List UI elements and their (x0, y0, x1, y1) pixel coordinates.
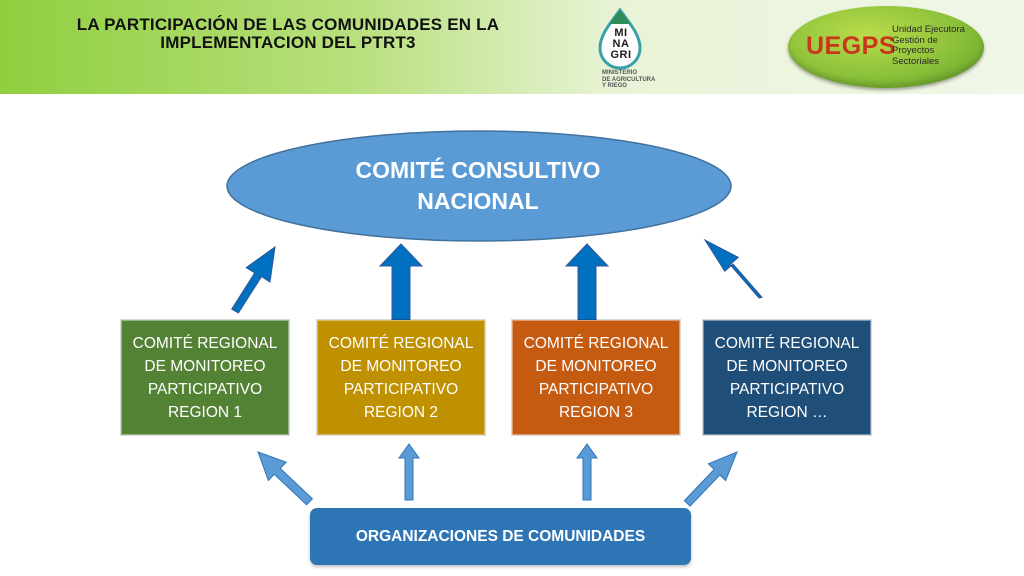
minagri-subtitle: MINISTERIO DE AGRICULTURA Y RIEGO (602, 70, 672, 90)
minagri-drop-icon (598, 8, 642, 70)
comite-regional-3-line-1: COMITÉ REGIONAL (523, 335, 669, 352)
arrow-region2-to-nacional (378, 243, 424, 321)
uegps-logo: UEGPS Unidad Ejecutora Gestión de Proyec… (788, 6, 984, 88)
slide-title-line-2: IMPLEMENTACION DEL PTRT3 (160, 33, 416, 52)
arrow-regionN-to-nacional (703, 238, 763, 299)
arrow-region3-to-nacional (564, 243, 610, 321)
uegps-subtitle-line-4: Sectoriales (892, 55, 939, 67)
comite-regional-2-line-1: COMITÉ REGIONAL (328, 335, 474, 352)
comite-regional-1-line-4: REGION 1 (167, 404, 243, 421)
comite-regional-region-2: COMITÉ REGIONAL DE MONITOREO PARTICIPATI… (316, 319, 486, 436)
arrow-region1-to-nacional (230, 245, 276, 314)
comite-regional-1-line-2: DE MONITOREO (144, 358, 266, 375)
comite-consultivo-line-2: NACIONAL (417, 188, 539, 214)
comite-consultivo-line-1: COMITÉ CONSULTIVO (355, 157, 601, 183)
comite-regional-n-line-3: PARTICIPATIVO (729, 381, 845, 398)
uegps-subtitle-line-1: Unidad Ejecutora (892, 24, 965, 35)
arrow-org-to-regionN (683, 451, 738, 507)
comite-regional-region-3: COMITÉ REGIONAL DE MONITOREO PARTICIPATI… (511, 319, 681, 436)
minagri-logo-line-3: GRI (610, 49, 632, 61)
slide-title: LA PARTICIPACIÓN DE LAS COMUNIDADES EN L… (18, 16, 558, 52)
comite-regional-region-1: COMITÉ REGIONAL DE MONITOREO PARTICIPATI… (120, 319, 290, 436)
arrow-org-to-region1 (257, 451, 314, 506)
comite-regional-3-line-3: PARTICIPATIVO (538, 381, 654, 398)
arrow-org-to-region2 (398, 443, 420, 501)
minagri-subtitle-line-3: Y RIEGO (602, 83, 627, 89)
comite-regional-n-line-2: DE MONITOREO (726, 358, 848, 375)
comite-regional-2-line-4: REGION 2 (363, 404, 439, 421)
comite-regional-n-line-1: COMITÉ REGIONAL (714, 335, 860, 352)
comite-regional-region-n: COMITÉ REGIONAL DE MONITOREO PARTICIPATI… (702, 319, 872, 436)
arrow-org-to-region3 (576, 443, 598, 501)
comite-regional-2-line-2: DE MONITOREO (340, 358, 462, 375)
comite-regional-2-line-3: PARTICIPATIVO (343, 381, 459, 398)
comite-regional-1-line-1: COMITÉ REGIONAL (132, 335, 278, 352)
minagri-subtitle-line-2: DE AGRICULTURA (602, 76, 656, 83)
minagri-logo-line-1: MI (614, 27, 628, 39)
organizaciones-de-comunidades-box: ORGANIZACIONES DE COMUNIDADES (310, 508, 691, 565)
minagri-subtitle-line-1: MINISTERIO (602, 70, 638, 76)
comite-regional-3-line-4: REGION 3 (558, 404, 634, 421)
organizaciones-de-comunidades-label: ORGANIZACIONES DE COMUNIDADES (355, 527, 646, 545)
minagri-logo-line-2: NA (612, 38, 630, 50)
uegps-subtitle-line-3: Proyectos (892, 45, 935, 56)
uegps-logo-text: UEGPS (806, 32, 897, 60)
comite-regional-3-line-2: DE MONITOREO (535, 358, 657, 375)
uegps-logo-subtitle: Unidad Ejecutora Gestión de Proyectos Se… (892, 24, 980, 67)
comite-regional-n-line-4: REGION … (746, 404, 828, 421)
minagri-logo-text: MI NA GRI (606, 28, 636, 61)
comite-consultivo-nacional-label: COMITÉ CONSULTIVO NACIONAL (300, 155, 656, 217)
comite-regional-1-line-3: PARTICIPATIVO (147, 381, 263, 398)
minagri-logo: MI NA GRI MINISTERIO DE AGRICULTURA Y RI… (594, 8, 664, 90)
slide-title-line-1: LA PARTICIPACIÓN DE LAS COMUNIDADES EN L… (76, 15, 500, 34)
uegps-subtitle-line-2: Gestión de (892, 34, 938, 46)
comite-consultivo-nacional-oval (226, 130, 732, 242)
